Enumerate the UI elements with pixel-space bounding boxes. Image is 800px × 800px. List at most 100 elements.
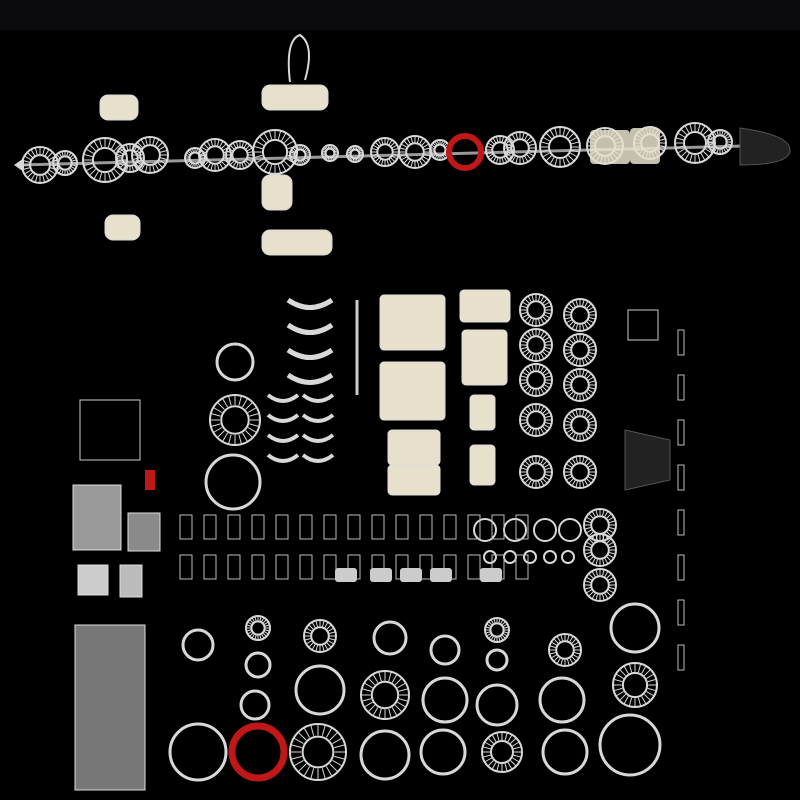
blade	[520, 347, 527, 350]
blade	[542, 136, 550, 142]
blade	[249, 619, 254, 624]
hardware-part	[491, 514, 505, 540]
blade	[136, 162, 143, 169]
blade	[488, 634, 493, 639]
blade	[588, 389, 595, 394]
hardware-part	[275, 554, 289, 580]
blade	[431, 152, 436, 156]
blade	[545, 382, 552, 385]
blade	[361, 698, 372, 702]
blade	[53, 164, 59, 167]
blade	[524, 333, 530, 339]
blade	[157, 141, 164, 148]
blade	[159, 145, 166, 151]
blade	[564, 474, 571, 477]
blade	[584, 393, 589, 400]
blade	[291, 157, 296, 161]
ring-part	[359, 729, 411, 781]
stator-segment	[286, 297, 334, 310]
blade	[410, 136, 413, 143]
blade	[321, 724, 326, 736]
blade	[571, 370, 576, 377]
blade	[526, 136, 532, 142]
blade	[261, 633, 265, 639]
blade	[268, 164, 273, 174]
blade	[144, 137, 148, 145]
blade	[565, 416, 572, 421]
blade	[545, 132, 552, 139]
blade	[228, 395, 232, 406]
blade	[571, 300, 576, 307]
blade	[589, 467, 596, 470]
stator-segment	[286, 347, 334, 360]
blade	[522, 157, 525, 164]
blade	[545, 305, 552, 308]
hardware-part	[179, 514, 193, 540]
blade	[501, 157, 505, 164]
blade	[586, 460, 592, 466]
assembly-disk-inner	[139, 144, 161, 166]
bracket-part	[677, 464, 685, 491]
blade	[647, 687, 657, 692]
blade	[545, 467, 552, 470]
blade	[262, 632, 267, 637]
blade	[515, 157, 518, 164]
blade	[434, 141, 438, 146]
blade	[93, 171, 99, 180]
blade	[508, 154, 514, 160]
blade	[504, 143, 511, 146]
blade	[489, 139, 495, 145]
blade	[322, 150, 326, 153]
hardware-part	[299, 514, 313, 540]
shaft-section	[400, 568, 422, 582]
blade	[503, 157, 508, 163]
blade	[400, 143, 407, 148]
blade	[303, 147, 308, 152]
blade	[588, 476, 595, 481]
blade	[549, 645, 556, 648]
blade	[524, 298, 530, 304]
blade	[604, 558, 609, 565]
small-ring	[483, 550, 497, 564]
blade	[573, 654, 580, 659]
blade	[520, 312, 527, 315]
blade	[334, 744, 346, 749]
blade	[540, 365, 545, 372]
blade	[308, 642, 314, 648]
blade	[259, 160, 267, 168]
blade	[245, 144, 251, 150]
blade	[315, 645, 318, 652]
blade	[609, 527, 616, 530]
blade	[482, 746, 491, 750]
blade	[564, 420, 571, 423]
blade	[542, 426, 548, 432]
blade	[374, 141, 380, 147]
blade	[358, 147, 362, 151]
blade	[542, 478, 548, 484]
blade	[492, 137, 497, 143]
blade	[521, 476, 528, 481]
hardware-part	[227, 514, 241, 540]
blade	[53, 159, 59, 162]
blade	[527, 405, 532, 412]
blade	[723, 147, 727, 153]
blade	[352, 158, 355, 162]
blade	[296, 160, 299, 165]
blade	[347, 154, 351, 157]
blade	[347, 151, 351, 154]
blade	[680, 151, 687, 158]
casing-panel	[461, 329, 508, 386]
blade	[140, 164, 146, 171]
ring-part	[598, 713, 662, 777]
blade	[571, 480, 576, 487]
blade	[522, 132, 525, 139]
blade	[323, 146, 327, 150]
blade	[322, 148, 327, 152]
hardware-part	[227, 554, 241, 580]
blade	[584, 323, 589, 330]
blade	[565, 476, 572, 481]
blade	[136, 141, 143, 148]
blade	[646, 673, 655, 679]
blade	[544, 463, 551, 468]
blade	[637, 697, 642, 707]
